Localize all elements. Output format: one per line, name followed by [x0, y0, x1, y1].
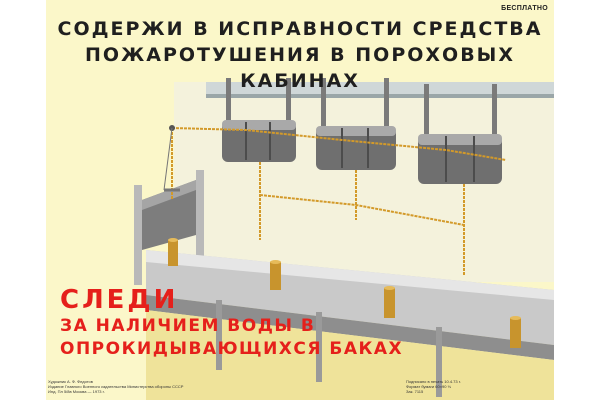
imprint-line: Издание Главного Военного издательства М… — [48, 384, 184, 389]
tipping-water-tank — [316, 78, 396, 170]
table-top — [146, 250, 554, 345]
door-panel-top — [142, 180, 196, 210]
tipping-water-tank — [418, 84, 502, 184]
imprint-line: Инд. Пл 5/8в Москва — 1973 г. — [48, 389, 105, 394]
table-leg — [436, 327, 442, 397]
poster: БЕСПЛАТНО СОДЕРЖИ В ИСПРАВНОСТИ СРЕДСТВА… — [46, 0, 554, 400]
imprint-line: Формат бумаги 60×90 ⅛ — [406, 384, 451, 389]
table-leg — [316, 312, 322, 382]
imprint-left: Художник А. Ф. Федотов Издание Главного … — [48, 379, 288, 394]
powder-cylinder — [168, 238, 178, 266]
powder-cylinder — [510, 316, 521, 348]
table-underside — [146, 310, 554, 400]
table-edge — [146, 250, 554, 300]
slogan: СЛЕДИ ЗА НАЛИЧИЕМ ВОДЫ В ОПРОКИДЫВАЮЩИХС… — [60, 285, 403, 361]
imprint-right: Подписано в печать 10.4.73 г. Формат бум… — [406, 379, 551, 394]
slogan-heading: СЛЕДИ — [60, 285, 179, 315]
slogan-line: ОПРОКИДЫВАЮЩИХСЯ БАКАХ — [60, 339, 404, 359]
powder-cabin-illustration — [134, 78, 554, 400]
slogan-line: ЗА НАЛИЧИЕМ ВОДЫ В — [60, 316, 316, 336]
imprint-line: Художник А. Ф. Федотов — [48, 379, 93, 384]
door-frame-right — [196, 170, 204, 280]
door-frame-left — [134, 185, 142, 285]
rope-pulley — [163, 125, 180, 192]
table-front — [146, 295, 554, 360]
title-line: ПОЖАРОТУШЕНИЯ В ПОРОХОВЫХ КАБИНАХ — [84, 44, 516, 92]
ceiling-beam-shadow — [206, 94, 554, 98]
powder-cylinder — [384, 286, 395, 318]
free-badge: БЕСПЛАТНО — [501, 5, 548, 12]
powder-cylinder — [270, 260, 281, 290]
release-rope — [171, 127, 507, 275]
imprint-line: Зак. 7115 — [406, 389, 424, 394]
imprint-line: Подписано в печать 10.4.73 г. — [406, 379, 461, 384]
title-line: СОДЕРЖИ В ИСПРАВНОСТИ СРЕДСТВА — [57, 18, 543, 40]
ceiling-beam — [206, 82, 554, 94]
table-leg — [216, 300, 222, 370]
poster-title: СОДЕРЖИ В ИСПРАВНОСТИ СРЕДСТВА ПОЖАРОТУШ… — [46, 16, 554, 94]
